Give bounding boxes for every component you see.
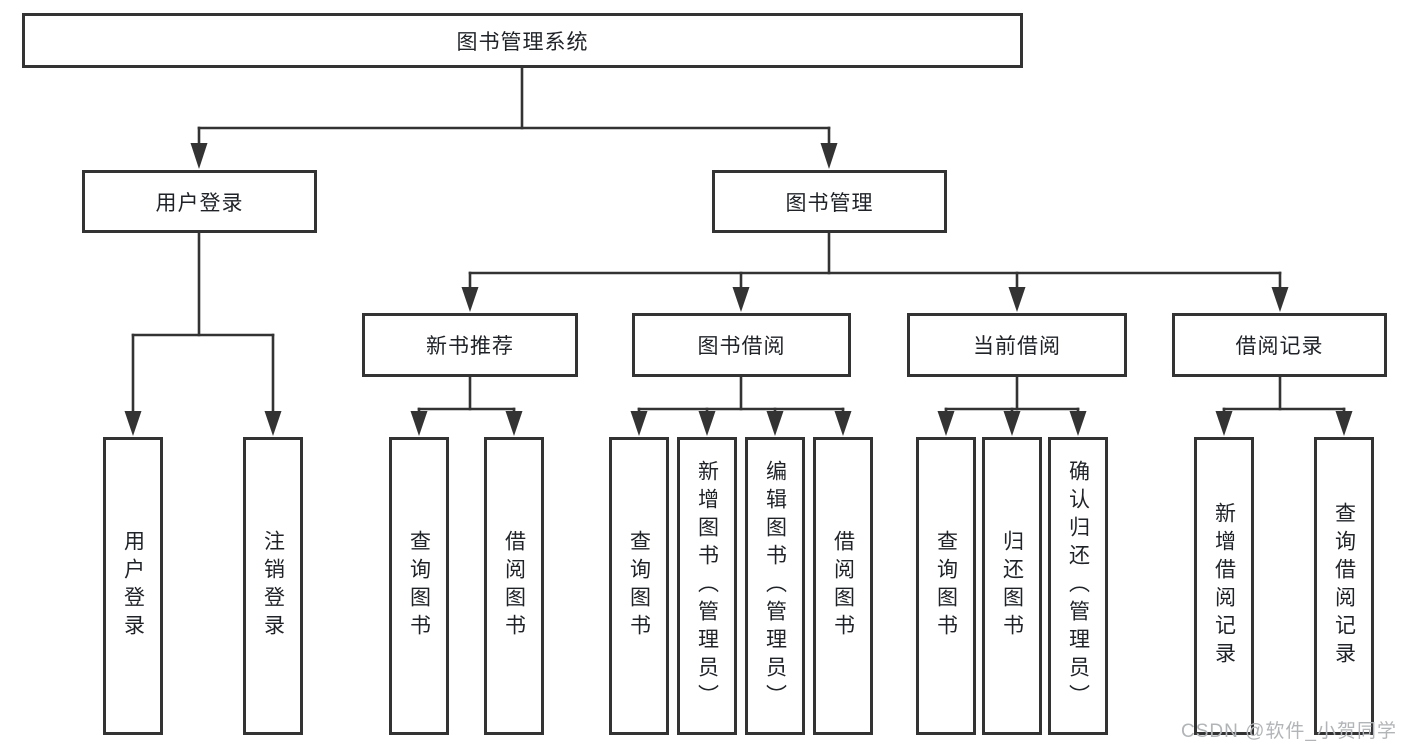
node-user-login: 用户登录 [82,170,317,233]
node-borrow-records: 借阅记录 [1172,313,1387,377]
leaf-return-books: 归还图书 [982,437,1042,735]
node-library-management-system: 图书管理系统 [22,13,1023,68]
leaf-query-books-current: 查询图书 [916,437,976,735]
leaf-query-books-recommend: 查询图书 [389,437,449,735]
csdn-watermark: CSDN @软件_小贺同学 [1181,721,1397,742]
leaf-add-borrow-record: 新增借阅记录 [1194,437,1254,735]
leaf-borrow-books-recommend: 借阅图书 [484,437,544,735]
leaf-logout: 注销登录 [243,437,303,735]
node-current-borrowing: 当前借阅 [907,313,1127,377]
node-new-book-recommend: 新书推荐 [362,313,578,377]
leaf-add-books-admin: 新增图书（管理员） [677,437,737,735]
leaf-edit-books-admin: 编辑图书（管理员） [745,437,805,735]
node-book-borrowing: 图书借阅 [632,313,851,377]
leaf-borrow-books: 借阅图书 [813,437,873,735]
leaf-query-borrow-record: 查询借阅记录 [1314,437,1374,735]
leaf-confirm-return-admin: 确认归还（管理员） [1048,437,1108,735]
leaf-query-books-borrowing: 查询图书 [609,437,669,735]
node-book-management: 图书管理 [712,170,947,233]
leaf-user-login: 用户登录 [103,437,163,735]
